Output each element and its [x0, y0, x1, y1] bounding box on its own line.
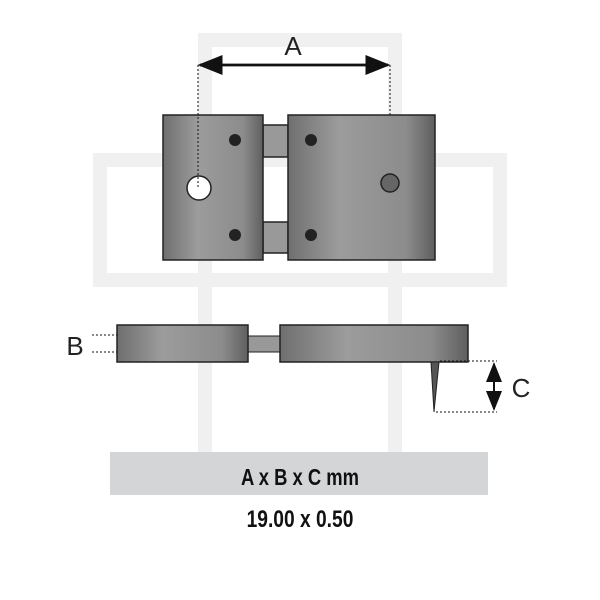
dimensions-header: A x B x C mm: [241, 464, 359, 490]
screw-hole: [305, 229, 317, 241]
hinge-side-view: [116, 324, 469, 413]
screw-hole: [229, 134, 241, 146]
label-a: A: [284, 31, 302, 61]
spike: [430, 361, 440, 413]
knuckle-bottom: [262, 221, 289, 254]
through-hole: [186, 175, 212, 201]
knuckle-top: [262, 124, 289, 158]
screw-hole: [305, 134, 317, 146]
hinge-top-view: [162, 65, 436, 261]
pin-hole: [380, 173, 400, 193]
dimensions-band: [110, 452, 488, 495]
screw-hole: [229, 229, 241, 241]
left-leaf: [162, 114, 264, 261]
label-b: B: [66, 331, 83, 361]
label-c: C: [512, 373, 531, 403]
dimensions-value: 19.00 x 0.50: [246, 506, 354, 533]
